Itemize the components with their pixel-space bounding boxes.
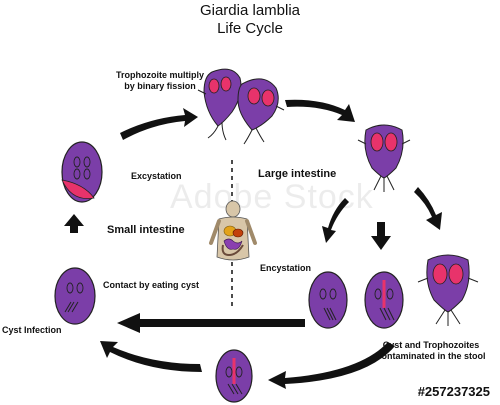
diagram-title-line2: Life Cycle bbox=[217, 20, 283, 37]
cyst-encystation-1 bbox=[308, 271, 348, 329]
label-excystation: Excystation bbox=[131, 171, 182, 181]
trophozoite-large-intestine bbox=[357, 124, 411, 192]
cyst-ingested bbox=[54, 267, 96, 325]
label-large-intestine: Large intestine bbox=[258, 168, 337, 180]
label-contact-by-eating-cyst: Contact by eating cyst bbox=[103, 280, 200, 290]
diagram-title-line1: Giardia lamblia bbox=[199, 2, 301, 19]
stock-id: #257237325 bbox=[417, 384, 490, 399]
arrow-down-middle bbox=[371, 222, 391, 250]
label-small-intestine: Small intestine bbox=[107, 224, 185, 236]
arrow-to-trophozoites bbox=[120, 108, 198, 140]
label-trophozoite-multiply: Trophozoite multiply by binary fission bbox=[95, 70, 225, 92]
cyst-environment bbox=[215, 349, 253, 403]
label-encystation: Encystation bbox=[260, 263, 312, 273]
cyst-excystation bbox=[61, 141, 103, 203]
arrow-up-left bbox=[64, 214, 84, 233]
label-stool-line2: contaminated in the stool bbox=[376, 351, 486, 361]
trophozoite-in-stool bbox=[417, 254, 479, 326]
cyst-encystation-2 bbox=[364, 271, 404, 329]
arrow-to-large-intestine bbox=[285, 99, 355, 122]
arrow-bottom-right bbox=[268, 342, 395, 389]
arrow-cyst-infection bbox=[117, 313, 305, 333]
label-trophozoite-multiply-line1: Trophozoite multiply bbox=[116, 70, 204, 80]
label-cyst-and-trophozoites-in-stool: Cyst and Trophozoites contaminated in th… bbox=[362, 340, 500, 362]
label-trophozoite-multiply-line2: by binary fission bbox=[124, 81, 196, 91]
arrow-bottom-left bbox=[100, 341, 202, 372]
label-stool-line1: Cyst and Trophozoites bbox=[382, 340, 480, 350]
arrows bbox=[64, 99, 442, 389]
arrow-down-right bbox=[414, 187, 442, 230]
arrow-down-left bbox=[322, 198, 349, 243]
label-cyst-infection: Cyst Infection bbox=[2, 325, 62, 335]
dividing-trophozoites bbox=[197, 68, 285, 145]
human-digestive-system-illustration bbox=[209, 200, 257, 261]
